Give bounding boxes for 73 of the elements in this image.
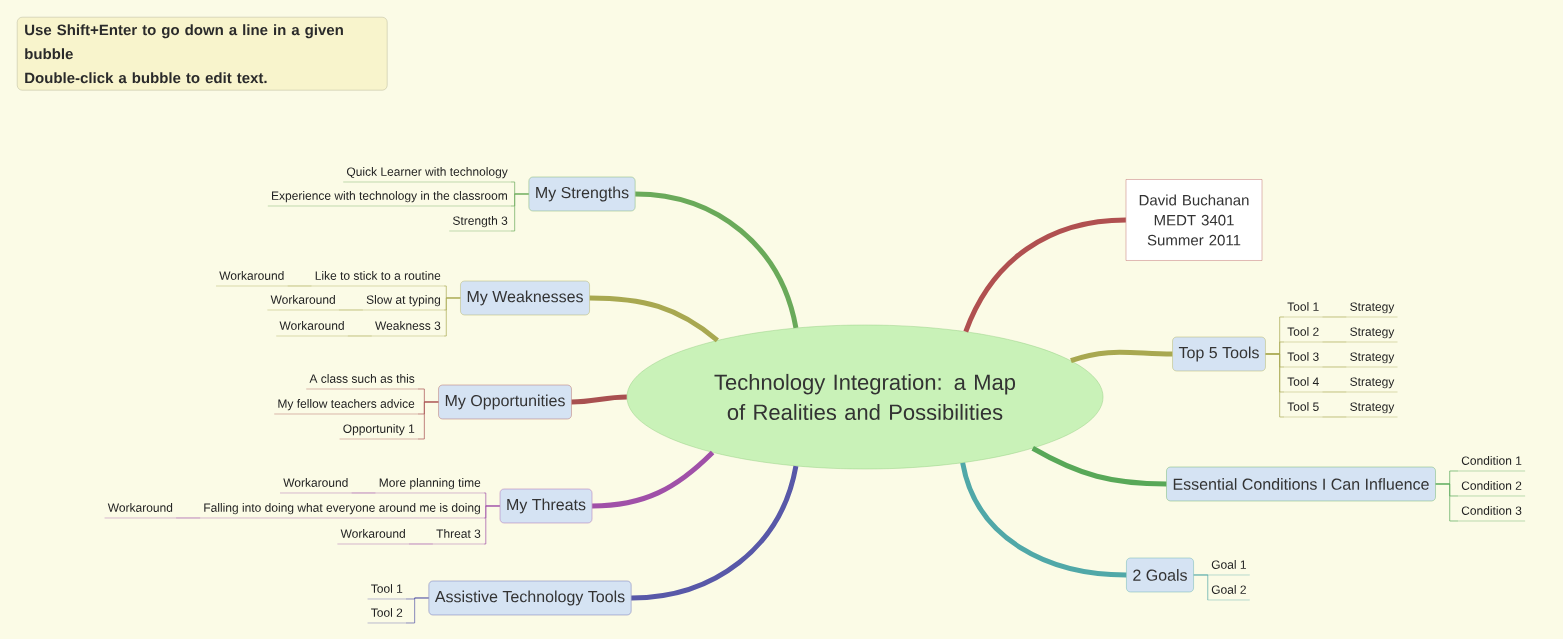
connector: [571, 394, 627, 405]
connector: [635, 191, 799, 329]
connector: [351, 492, 376, 494]
connector: [1265, 353, 1285, 418]
subtopic-label: Strategy: [1346, 377, 1398, 393]
connector: [1031, 446, 1167, 487]
subtopic-label: Condition 3: [1457, 506, 1526, 522]
topic-box: Assistive Technology Tools: [428, 580, 632, 616]
subtopic-label: Workaround: [337, 529, 410, 545]
subtopic-label: Condition 2: [1457, 481, 1526, 497]
subtopic-label: Tool 3: [1283, 352, 1323, 368]
connector: [1322, 391, 1347, 393]
connector: [631, 465, 799, 601]
subtopic-label: Workaround: [267, 295, 340, 311]
subtopic-label: Like to stick to a routine: [311, 271, 445, 287]
subtopic-label: Falling into doing what everyone around me is doing: [199, 503, 485, 519]
connector: [510, 193, 530, 232]
topic-box: My Weaknesses: [460, 280, 590, 316]
connector: [1322, 316, 1347, 318]
topic-box: 2 Goals: [1126, 557, 1194, 593]
subtopic-label: Strategy: [1346, 352, 1398, 368]
subtopic-label: Strategy: [1346, 402, 1398, 418]
subtopic-label: Condition 1: [1457, 456, 1526, 472]
subtopic-label: Strategy: [1346, 302, 1398, 318]
connector: [960, 462, 1127, 578]
connector: [1435, 483, 1459, 522]
subtopic-label: Weakness 3: [371, 321, 445, 337]
connector: [287, 285, 312, 287]
subtopic-label: Strength 3: [449, 216, 512, 232]
subtopic-label: Experience with technology in the classroom: [267, 191, 512, 207]
subtopic-label: Tool 4: [1283, 377, 1323, 393]
subtopic-label: Workaround: [279, 478, 352, 494]
connector: [483, 505, 501, 545]
subtopic-label: Goal 2: [1207, 585, 1250, 601]
subtopic-label: Tool 5: [1283, 402, 1323, 418]
connector: [1322, 341, 1347, 343]
subtopic-label: Quick Learner with technology: [343, 167, 512, 183]
connector: [405, 597, 429, 624]
subtopic-label: Slow at typing: [362, 295, 445, 311]
connector: [589, 295, 719, 343]
subtopic-label: A class such as this: [306, 374, 419, 390]
connector: [408, 543, 434, 545]
subtopic-label: Opportunity 1: [339, 424, 419, 440]
info-box: David Buchanan MEDT 3401 Summer 2011: [1125, 179, 1263, 261]
subtopic-label: Tool 1: [1283, 302, 1323, 318]
subtopic-label: More planning time: [375, 478, 485, 494]
connector: [963, 217, 1126, 333]
connector: [1070, 349, 1173, 364]
connector: [1322, 416, 1347, 418]
subtopic-label: Workaround: [215, 271, 288, 287]
topic-box: Essential Conditions I Can Influence: [1166, 466, 1436, 502]
connector: [592, 450, 715, 509]
note-box: Use Shift+Enter to go down a line in a given bubble Double-click a bubble to edit text.: [17, 17, 388, 91]
subtopic-label: Tool 2: [1283, 327, 1323, 343]
connector: [443, 297, 461, 337]
connector: [175, 517, 201, 519]
subtopic-label: Threat 3: [432, 529, 485, 545]
connector: [417, 401, 439, 440]
subtopic-label: Strategy: [1346, 327, 1398, 343]
topic-box: Top 5 Tools: [1172, 336, 1266, 372]
subtopic-label: Goal 1: [1207, 560, 1250, 576]
topic-box: My Strengths: [528, 176, 636, 212]
connector: [1322, 366, 1347, 368]
subtopic-label: Workaround: [104, 503, 177, 519]
connector: [338, 309, 364, 311]
subtopic-label: My fellow teachers advice: [274, 399, 419, 415]
topic-box: My Threats: [499, 488, 593, 524]
connector: [347, 335, 373, 337]
subtopic-label: Tool 2: [367, 608, 407, 624]
subtopic-label: Workaround: [276, 321, 348, 337]
topic-box: My Opportunities: [438, 384, 572, 420]
connector: [1193, 574, 1209, 601]
subtopic-label: Tool 1: [367, 584, 407, 600]
